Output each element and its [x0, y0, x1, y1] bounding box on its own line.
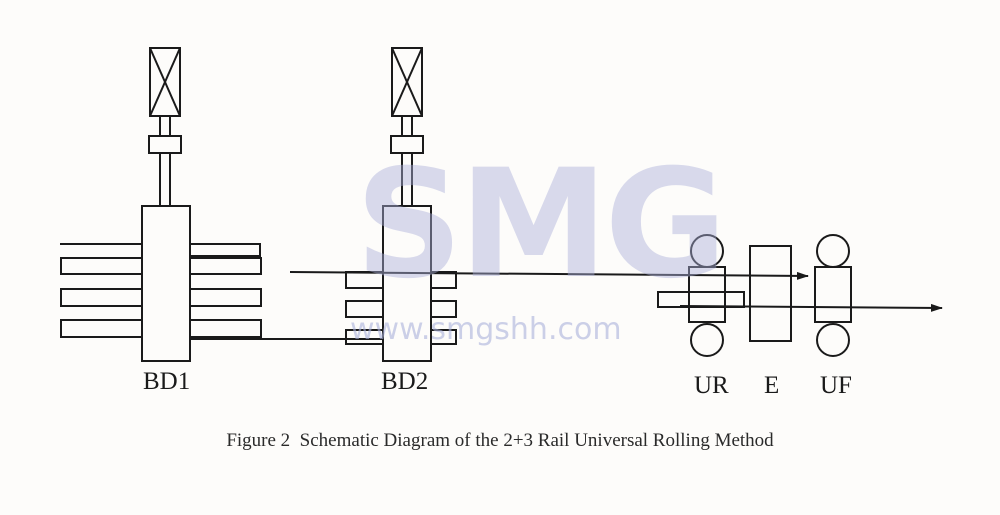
uf-bottom-roll: [816, 323, 850, 357]
bd1-label: BD1: [143, 368, 191, 395]
uf-stand: [814, 234, 852, 357]
tandem-output-arrow: [679, 303, 943, 312]
ur-label: UR: [694, 372, 729, 399]
bd2-coupling: [390, 135, 424, 154]
e-label: E: [764, 372, 780, 399]
bd2-drive-shaft: [390, 116, 424, 206]
ur-stand: [688, 234, 726, 357]
figure-caption: Figure 2 Schematic Diagram of the 2+3 Ra…: [226, 430, 774, 451]
bd1-motor-icon: [149, 47, 181, 117]
ur-bottom-roll: [690, 323, 724, 357]
bd1-stand: [60, 47, 262, 362]
uf-label: UF: [820, 372, 852, 399]
bd2-to-tandem-arrow: [289, 271, 809, 280]
uf-body: [814, 266, 852, 323]
bd1-drive-shaft: [148, 116, 182, 206]
e-stand: [749, 245, 792, 342]
watermark-logo: SMG: [355, 138, 727, 312]
bd1-coupling: [148, 135, 182, 154]
bd2-stand: [345, 47, 457, 362]
bd2-housing: [382, 205, 432, 362]
bd2-motor-icon: [391, 47, 423, 117]
ur-body: [688, 266, 726, 323]
uf-top-roll: [816, 234, 850, 268]
bd1-housing: [141, 205, 191, 362]
bd2-label: BD2: [381, 368, 429, 395]
watermark-url: www.smgshh.com: [350, 312, 622, 347]
